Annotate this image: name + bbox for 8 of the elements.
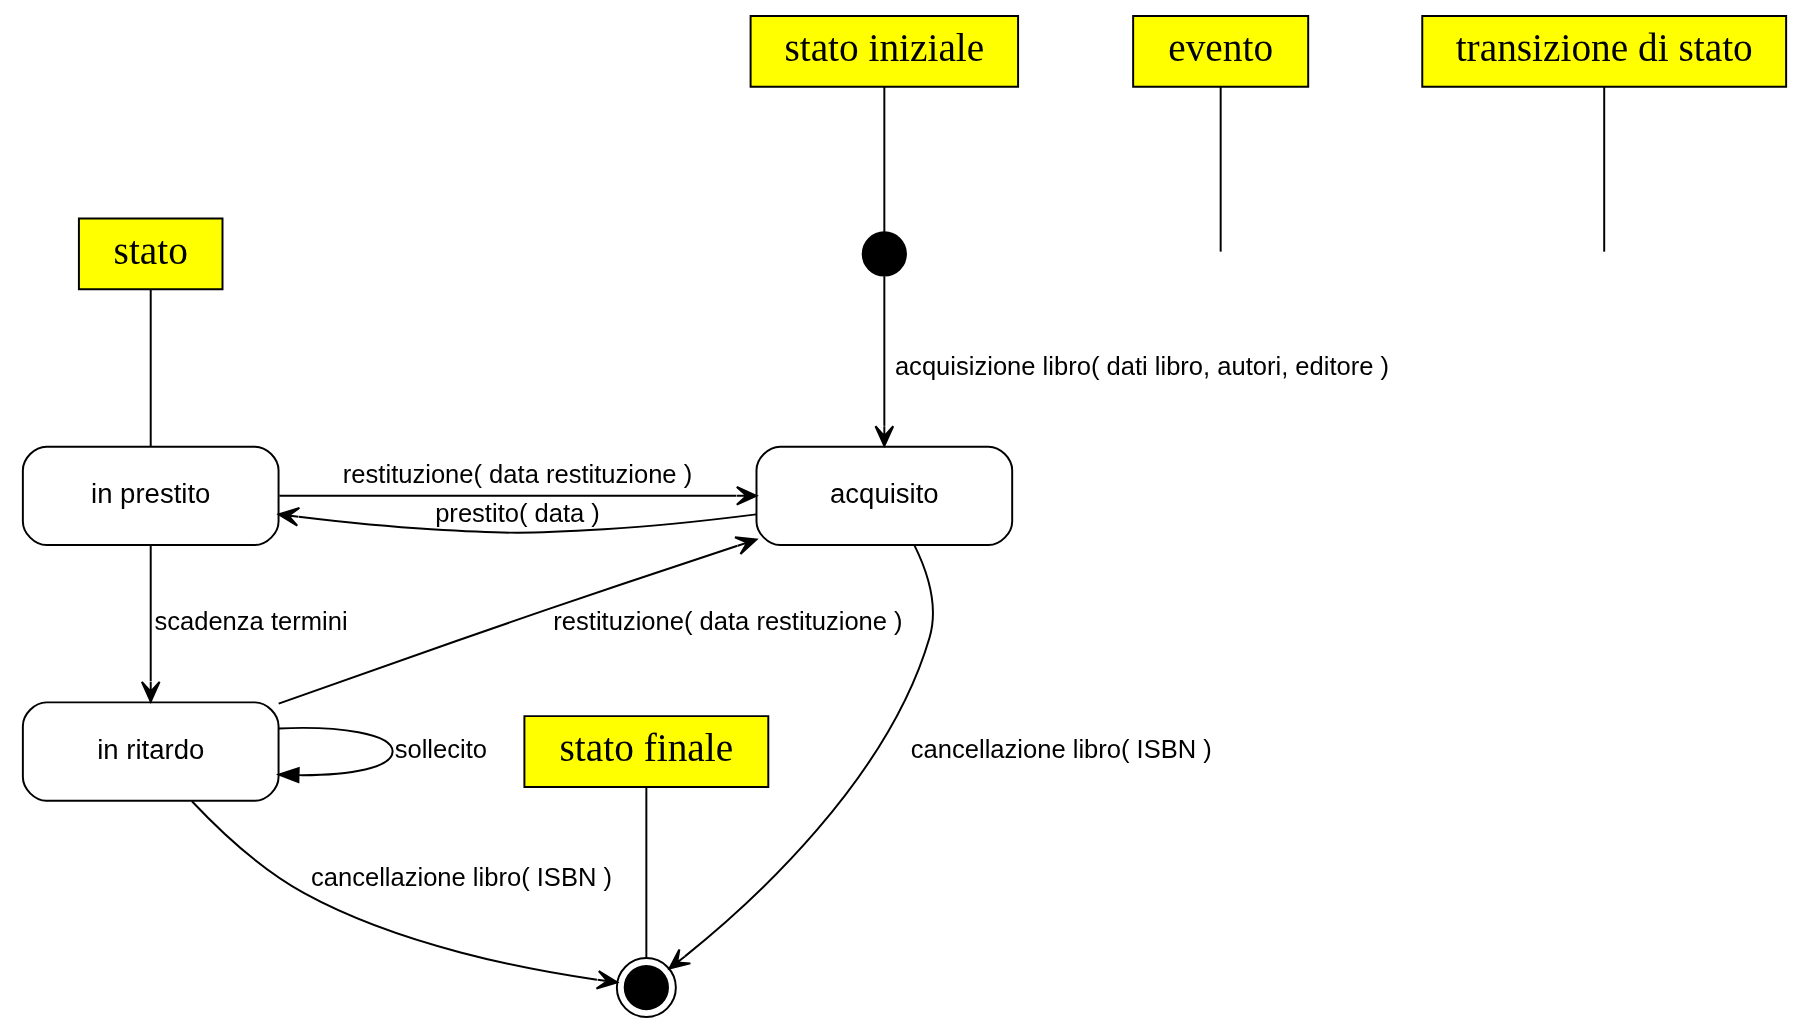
edge-label: cancellazione libro( ISBN ) [910, 735, 1212, 764]
edge-label: restituzione( data restituzione ) [552, 607, 903, 636]
edge-label: scadenza termini [153, 607, 348, 636]
edge-label: cancellazione libro( ISBN ) [310, 863, 612, 892]
edge-label: restituzione( data restituzione ) [342, 459, 692, 488]
edge-label: sollecito [394, 735, 487, 764]
edge-label: acquisizione libro( dati libro, autori, editore ) [894, 351, 1389, 380]
edge-label: prestito( data ) [434, 499, 600, 528]
